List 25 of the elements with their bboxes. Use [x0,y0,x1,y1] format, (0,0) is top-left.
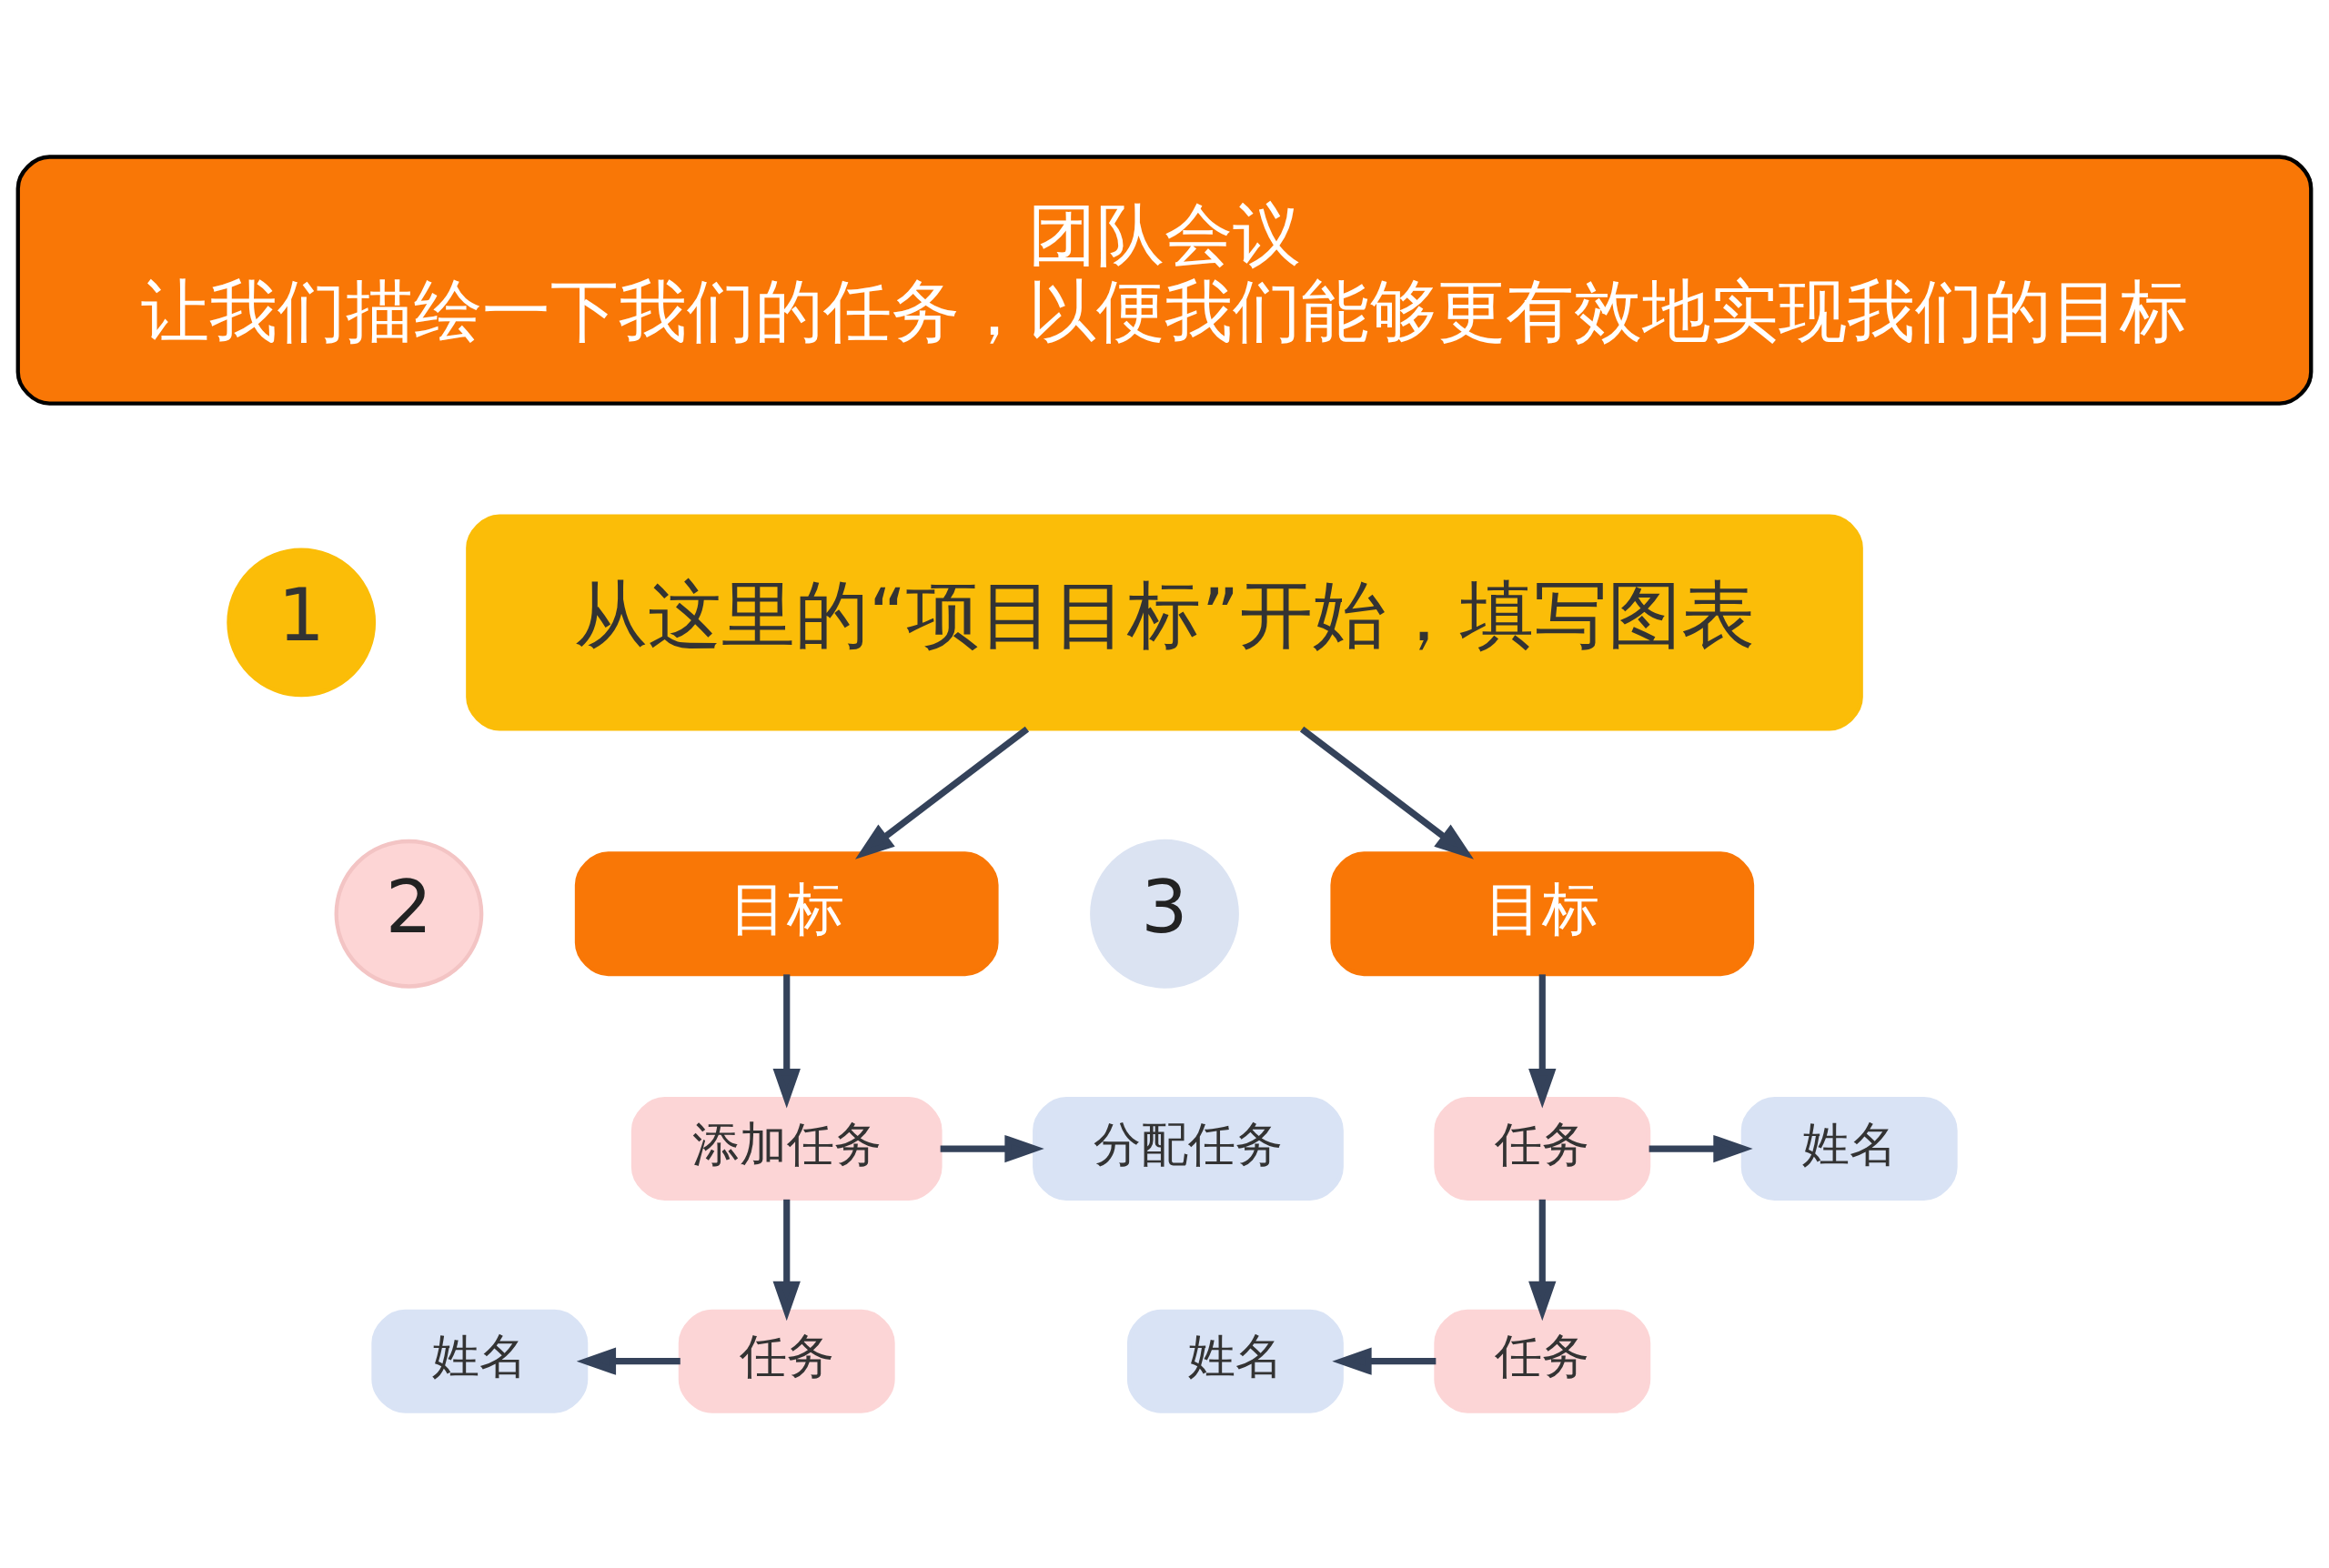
node-circle: 2 [334,839,484,989]
node-box: 目标 [1330,851,1755,977]
node-circle: 3 [1090,839,1239,989]
arrow [1332,1347,1437,1375]
arrow [1528,974,1557,1109]
node-box: 从这里的“项目目标”开始，填写图表 [466,514,1863,731]
arrow [855,726,1030,859]
node-box: 目标 [574,851,999,977]
arrow [940,1134,1044,1163]
arrow [772,974,801,1109]
node-circle: 1 [227,548,377,698]
node-box: 任务 [1434,1309,1651,1413]
arrow [772,1199,801,1322]
arrow [576,1347,681,1375]
node-box: 添加任务 [630,1097,943,1201]
arrow [1648,1134,1753,1163]
node-box: 团队会议 让我们描绘一下我们的任务，以便我们能够更有效地实现我们的目标 [15,155,2314,406]
node-box: 姓名 [371,1309,589,1413]
arrow [1528,1199,1557,1322]
node-box: 分配任务 [1033,1097,1344,1201]
node-box: 姓名 [1740,1097,1958,1201]
node-box: 任务 [678,1309,895,1413]
node-box: 任务 [1434,1097,1651,1201]
node-box: 姓名 [1126,1309,1344,1413]
arrow [1299,726,1474,859]
